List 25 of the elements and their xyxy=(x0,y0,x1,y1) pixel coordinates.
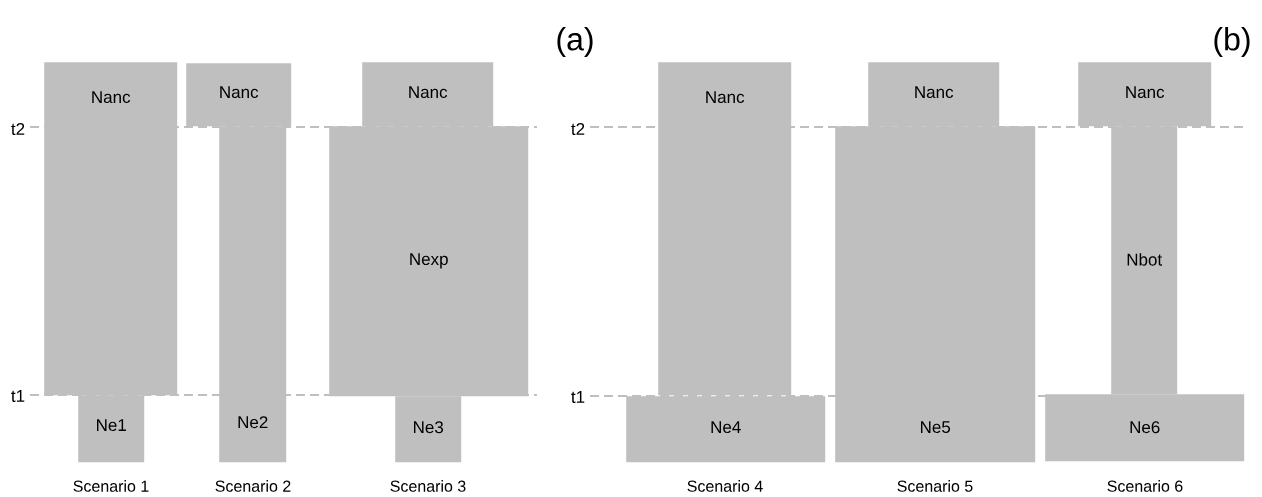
time-label: t1 xyxy=(9,389,27,403)
population-bar: Nanc xyxy=(1078,62,1212,127)
node-label: Nanc xyxy=(915,86,954,99)
node-label: Ne3 xyxy=(414,421,444,434)
node-label: Ne2 xyxy=(238,416,268,429)
node-label: Nanc xyxy=(409,86,448,99)
population-bar: Ne3 xyxy=(395,396,462,463)
panel-label: (b) xyxy=(1211,26,1253,58)
population-bar: Nanc xyxy=(868,62,1000,127)
node-label: Nbot xyxy=(1127,253,1163,266)
population-bar: Nanc xyxy=(362,62,494,127)
population-bar: Ne1 xyxy=(78,395,145,463)
time-label: t1 xyxy=(569,390,587,404)
panel-label: (a) xyxy=(554,26,596,58)
node-label: Nexp xyxy=(410,253,448,269)
node-label: Ne1 xyxy=(97,419,126,432)
population-bar: Nanc xyxy=(186,63,292,127)
node-label: Ne5 xyxy=(921,421,951,434)
time-label: t2 xyxy=(569,122,587,136)
time-label: t2 xyxy=(9,122,27,136)
node-label: Nanc xyxy=(706,91,745,104)
population-bar: Ne4 xyxy=(626,396,826,463)
node-label: Ne4 xyxy=(711,421,741,434)
population-bar: Ne6 xyxy=(1045,394,1245,462)
node-label: Nanc xyxy=(220,86,259,99)
